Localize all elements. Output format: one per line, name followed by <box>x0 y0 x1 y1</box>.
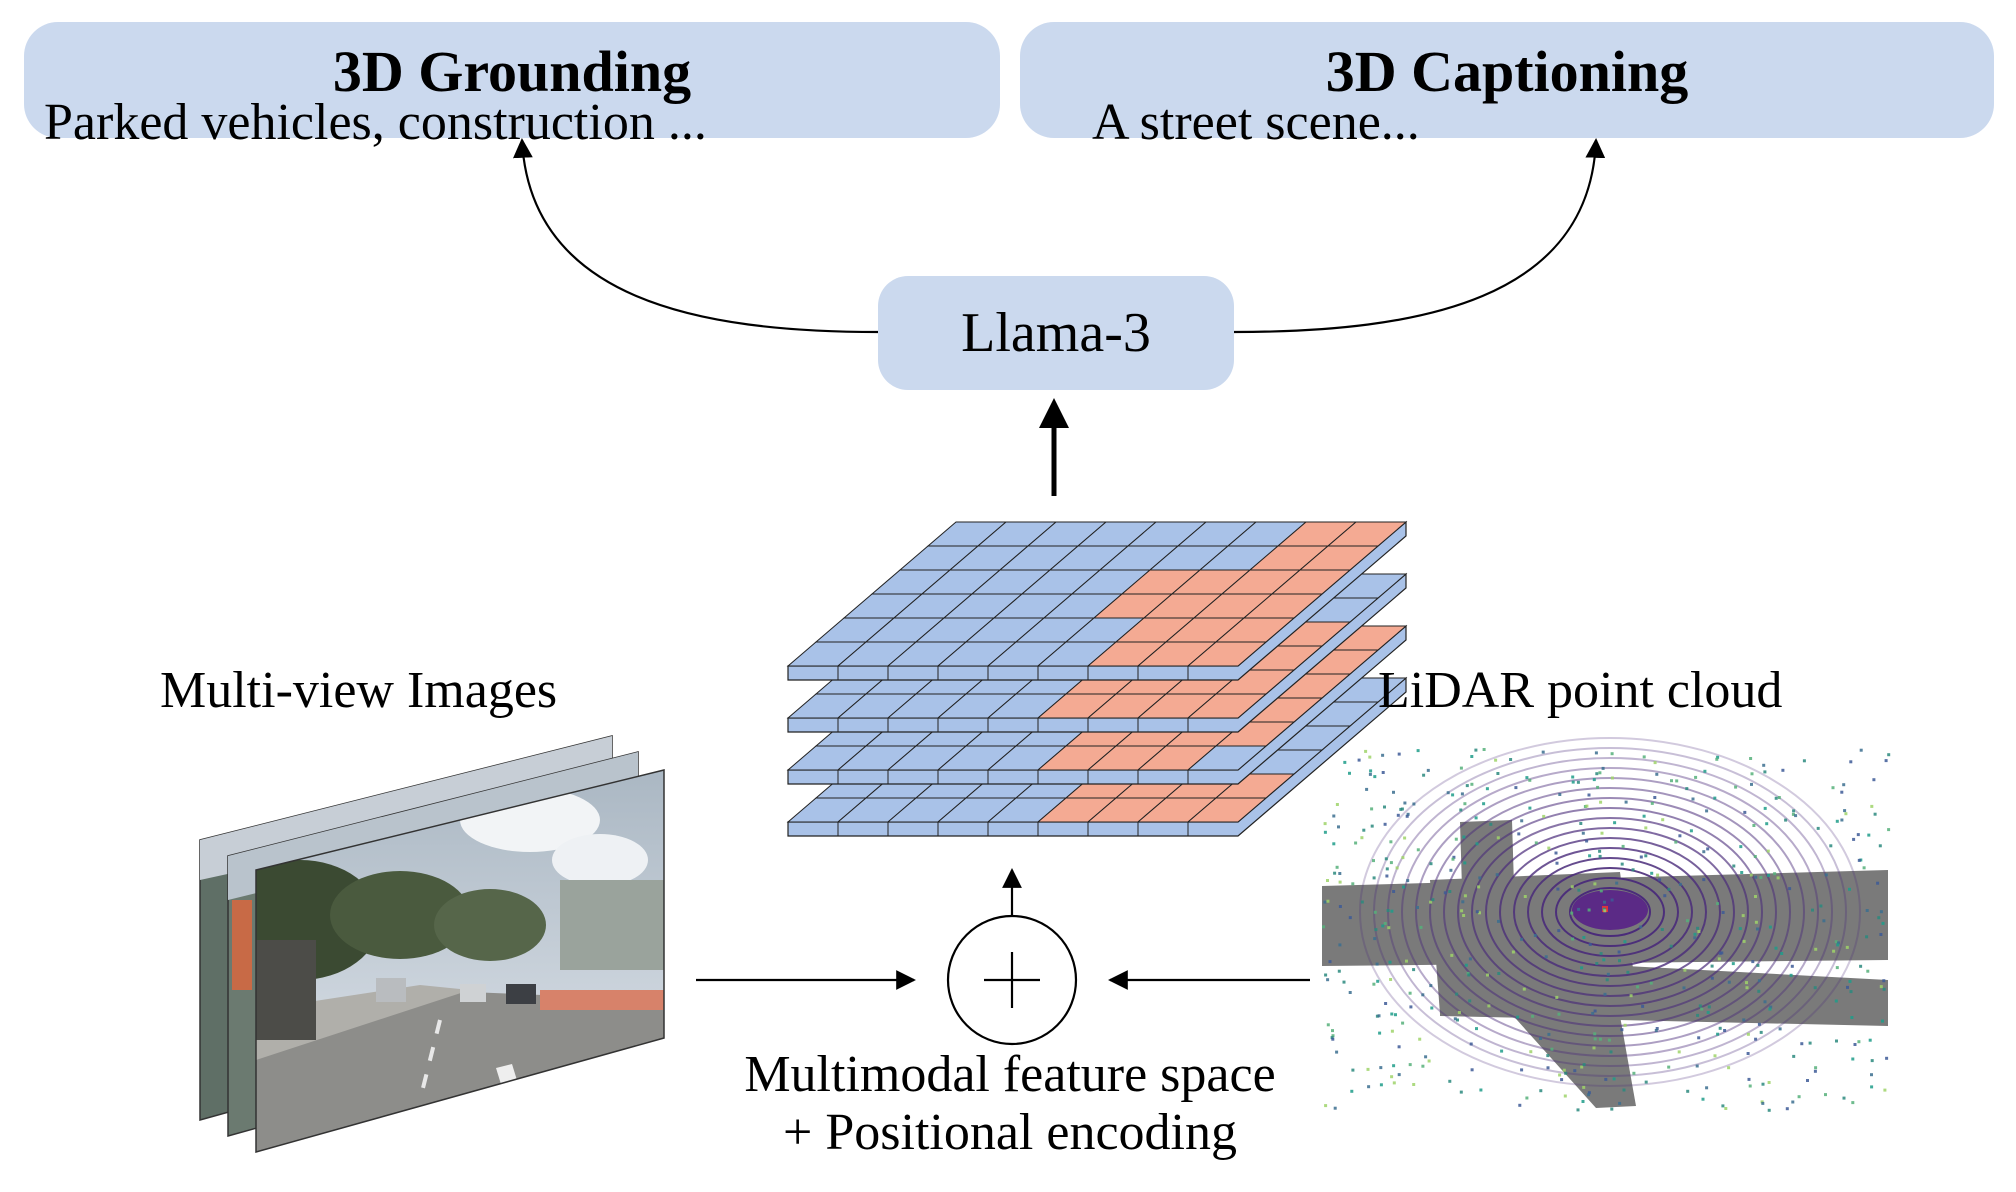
arrow-to-grounding <box>513 138 879 334</box>
multimodal-token-grid <box>786 520 1408 837</box>
fusion-label: Multimodal feature space + Positional en… <box>690 1046 1330 1162</box>
llm-box: Llama-3 <box>878 276 1234 390</box>
fusion-label-line2: + Positional encoding <box>783 1104 1237 1161</box>
fusion-plus-icon <box>946 914 1078 1046</box>
lidar-label: LiDAR point cloud <box>1378 662 1783 719</box>
grounding-output-box: 3D Grounding Parked vehicles, constructi… <box>24 22 1000 151</box>
images-label: Multi-view Images <box>160 662 558 719</box>
token-layer <box>786 520 1408 681</box>
multi-view-images <box>199 735 665 1153</box>
grounding-title: 3D Grounding <box>332 39 692 104</box>
captioning-title: 3D Captioning <box>1325 39 1689 104</box>
llm-label: Llama-3 <box>961 302 1151 364</box>
captioning-text: A street scene... <box>1092 94 1420 151</box>
lidar-point-cloud <box>1322 737 1891 1112</box>
fusion-label-line1: Multimodal feature space <box>744 1046 1276 1103</box>
captioning-output-box: 3D Captioning A street scene... <box>1020 22 1994 151</box>
token-cell <box>1326 521 1408 547</box>
grounding-text: Parked vehicles, construction ... <box>44 94 707 151</box>
arrow-to-captioning <box>1233 138 1606 334</box>
